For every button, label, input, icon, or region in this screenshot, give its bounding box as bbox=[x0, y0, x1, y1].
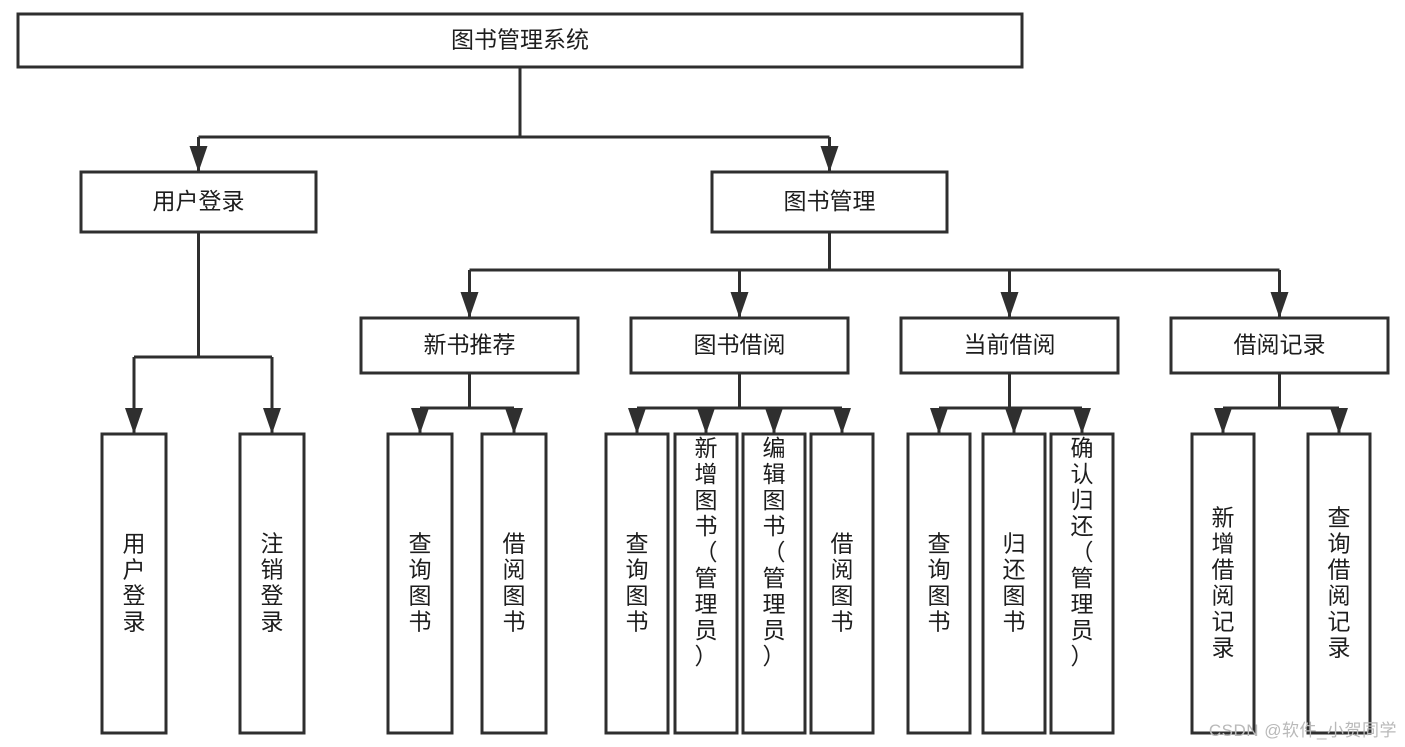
node-leaf-return-book[interactable]: 归还图书 bbox=[981, 432, 1047, 735]
node-label-borrow-record: 借阅记录 bbox=[1234, 332, 1326, 358]
arrow-head-icon-book-management bbox=[820, 146, 839, 172]
node-label-leaf-query-book-recommend: 查询图书 bbox=[409, 531, 432, 635]
node-label-leaf-borrow-book: 借阅图书 bbox=[831, 531, 854, 635]
arrow-head-icon-leaf-borrow-book-recommend bbox=[505, 408, 523, 434]
node-root[interactable]: 图书管理系统 bbox=[16, 12, 1024, 69]
arrow-head-icon-current-borrow bbox=[1000, 292, 1019, 318]
node-box-book-borrow bbox=[629, 316, 850, 375]
arrow-head-icon-leaf-query-borrow-record bbox=[1330, 408, 1348, 434]
arrow-head-icon-leaf-user-login bbox=[125, 408, 143, 434]
node-box-leaf-add-borrow-record bbox=[1190, 432, 1256, 735]
node-label-root: 图书管理系统 bbox=[451, 27, 589, 53]
node-leaf-borrow-book[interactable]: 借阅图书 bbox=[809, 432, 875, 735]
connectors-layer bbox=[125, 67, 1348, 434]
arrow-head-icon-leaf-edit-book-admin bbox=[765, 408, 783, 434]
node-box-user-login bbox=[79, 170, 318, 234]
arrow-head-icon-user-login bbox=[189, 146, 208, 172]
arrow-head-icon-leaf-add-book-admin bbox=[697, 408, 715, 434]
node-box-leaf-borrow-book-recommend bbox=[480, 432, 548, 735]
arrow-head-icon-book-borrow bbox=[730, 292, 749, 318]
node-box-borrow-record bbox=[1169, 316, 1390, 375]
node-box-leaf-edit-book-admin bbox=[741, 432, 807, 735]
node-leaf-user-login[interactable]: 用户登录 bbox=[100, 432, 168, 735]
node-box-leaf-borrow-book bbox=[809, 432, 875, 735]
node-leaf-query-borrow-record[interactable]: 查询借阅记录 bbox=[1306, 432, 1372, 735]
node-label-leaf-query-book-current: 查询图书 bbox=[928, 531, 951, 635]
node-new-book-recommend[interactable]: 新书推荐 bbox=[359, 316, 580, 375]
node-leaf-borrow-book-recommend[interactable]: 借阅图书 bbox=[480, 432, 548, 735]
node-label-leaf-query-book-borrow: 查询图书 bbox=[626, 531, 649, 635]
node-label-book-management: 图书管理 bbox=[784, 188, 876, 214]
arrow-head-icon-new-book-recommend bbox=[460, 292, 479, 318]
node-label-leaf-user-login: 用户登录 bbox=[123, 531, 146, 635]
arrow-head-icon-leaf-query-book-borrow bbox=[628, 408, 646, 434]
arrow-head-icon-leaf-borrow-book bbox=[833, 408, 851, 434]
node-box-leaf-query-book-current bbox=[906, 432, 972, 735]
node-book-management[interactable]: 图书管理 bbox=[710, 170, 949, 234]
node-label-leaf-confirm-return-admin: 确认归还（管理员） bbox=[1071, 435, 1094, 669]
node-box-leaf-query-book-recommend bbox=[386, 432, 454, 735]
node-box-new-book-recommend bbox=[359, 316, 580, 375]
node-label-leaf-add-book-admin: 新增图书（管理员） bbox=[695, 435, 718, 669]
node-box-leaf-query-borrow-record bbox=[1306, 432, 1372, 735]
node-current-borrow[interactable]: 当前借阅 bbox=[899, 316, 1120, 375]
nodes-layer: 图书管理系统用户登录图书管理新书推荐图书借阅当前借阅借阅记录用户登录注销登录查询… bbox=[16, 12, 1390, 735]
node-label-leaf-edit-book-admin: 编辑图书（管理员） bbox=[763, 435, 786, 669]
arrow-head-icon-leaf-query-book-recommend bbox=[411, 408, 429, 434]
node-label-leaf-logout-login: 注销登录 bbox=[261, 531, 284, 635]
node-book-borrow[interactable]: 图书借阅 bbox=[629, 316, 850, 375]
node-box-leaf-logout-login bbox=[238, 432, 306, 735]
node-box-leaf-confirm-return-admin bbox=[1049, 432, 1115, 735]
arrow-head-icon-borrow-record bbox=[1270, 292, 1289, 318]
node-box-book-management bbox=[710, 170, 949, 234]
node-label-current-borrow: 当前借阅 bbox=[964, 332, 1056, 358]
node-label-leaf-borrow-book-recommend: 借阅图书 bbox=[503, 531, 526, 635]
node-label-new-book-recommend: 新书推荐 bbox=[424, 332, 516, 358]
node-leaf-add-borrow-record[interactable]: 新增借阅记录 bbox=[1190, 432, 1256, 735]
node-leaf-add-book-admin[interactable]: 新增图书（管理员） bbox=[673, 432, 739, 735]
arrow-head-icon-leaf-add-borrow-record bbox=[1214, 408, 1232, 434]
arrow-head-icon-leaf-logout-login bbox=[263, 408, 281, 434]
node-box-current-borrow bbox=[899, 316, 1120, 375]
arrow-head-icon-leaf-return-book bbox=[1005, 408, 1023, 434]
node-box-leaf-return-book bbox=[981, 432, 1047, 735]
node-leaf-confirm-return-admin[interactable]: 确认归还（管理员） bbox=[1049, 432, 1115, 735]
node-label-user-login: 用户登录 bbox=[153, 188, 245, 214]
node-leaf-edit-book-admin[interactable]: 编辑图书（管理员） bbox=[741, 432, 807, 735]
arrow-head-icon-leaf-query-book-current bbox=[930, 408, 948, 434]
node-box-leaf-add-book-admin bbox=[673, 432, 739, 735]
node-box-leaf-user-login bbox=[100, 432, 168, 735]
node-leaf-query-book-borrow[interactable]: 查询图书 bbox=[604, 432, 670, 735]
node-leaf-logout-login[interactable]: 注销登录 bbox=[238, 432, 306, 735]
node-leaf-query-book-current[interactable]: 查询图书 bbox=[906, 432, 972, 735]
node-label-leaf-return-book: 归还图书 bbox=[1003, 531, 1026, 635]
node-borrow-record[interactable]: 借阅记录 bbox=[1169, 316, 1390, 375]
node-leaf-query-book-recommend[interactable]: 查询图书 bbox=[386, 432, 454, 735]
node-box-leaf-query-book-borrow bbox=[604, 432, 670, 735]
node-box-root bbox=[16, 12, 1024, 69]
node-user-login[interactable]: 用户登录 bbox=[79, 170, 318, 234]
csdn-watermark: CSDN @软件_小贺同学 bbox=[1208, 721, 1397, 740]
node-label-leaf-add-borrow-record: 新增借阅记录 bbox=[1212, 505, 1235, 661]
arrow-head-icon-leaf-confirm-return-admin bbox=[1073, 408, 1091, 434]
node-label-leaf-query-borrow-record: 查询借阅记录 bbox=[1328, 505, 1351, 661]
node-label-book-borrow: 图书借阅 bbox=[694, 332, 786, 358]
